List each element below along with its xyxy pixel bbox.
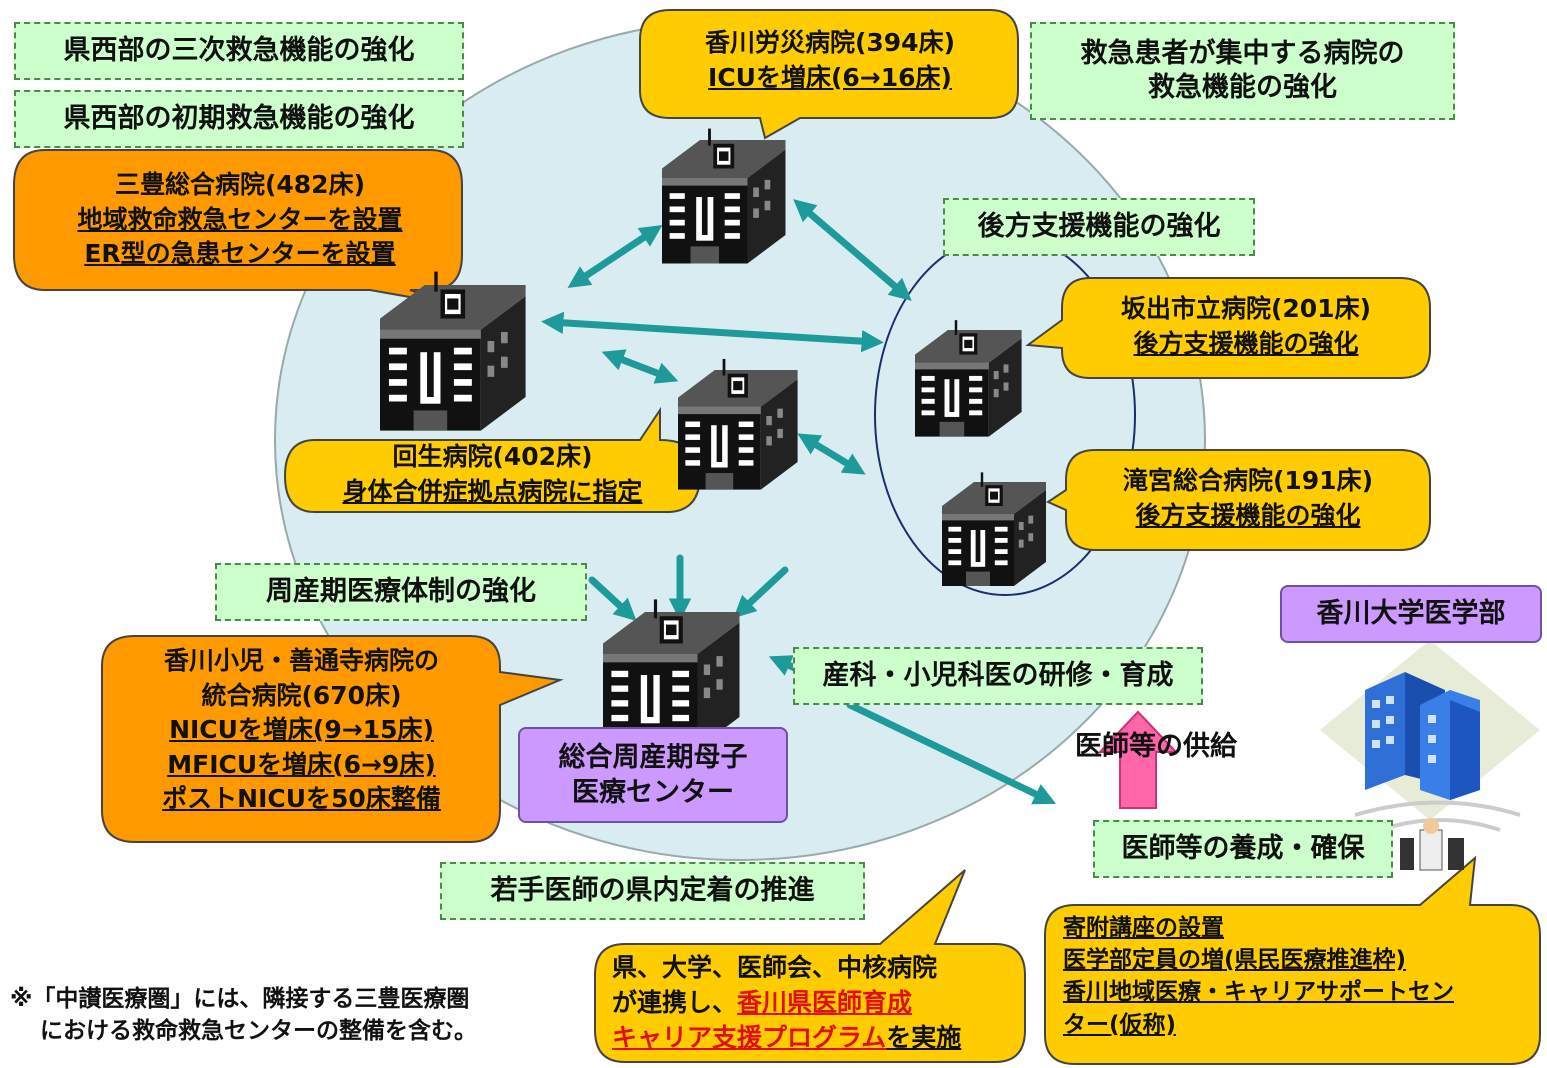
west-primary-label: 県西部の初期救急機能の強化 [14, 90, 464, 148]
obgyn-training-label: 産科・小児科医の研修・育成 [793, 647, 1203, 705]
west-tertiary-label: 県西部の三次救急機能の強化 [14, 22, 464, 80]
doctor-supply-arrow [1097, 710, 1179, 809]
mitoyo-bubble: 三豊総合病院(482床) 地域救命救急センターを設置 ER型の急患センターを設置 [20, 168, 460, 272]
young-doctors-label: 若手医師の県内定着の推進 [440, 862, 865, 920]
univ-bubble: 寄附講座の設置 医学部定員の増(県民医療推進枠) 香川地域医療・キャリアサポート… [1063, 912, 1533, 1041]
sakaide-bubble-shape [1025, 277, 1431, 379]
takinomiya-note: 後方支援機能の強化 [1135, 500, 1361, 530]
sakaide-name: 坂出市立病院(201床) [1120, 294, 1372, 323]
arrow-perinatal-right [733, 566, 789, 619]
univ-line-3: 香川地域医療・キャリアサポートセン [1063, 979, 1454, 1006]
doctor-training-label: 医師等の養成・確保 [1093, 820, 1393, 878]
kaisei-note: 身体合併症拠点病院に指定 [342, 476, 643, 506]
kagawa-child-note-2: MFICUを増床(6→9床) [167, 749, 436, 779]
arrow-perinatal-left [588, 576, 637, 622]
program-line-1: 県、大学、医師会、中核病院 [612, 953, 938, 982]
kagawa-univ-box: 香川大学医学部 [1280, 585, 1542, 643]
rosai-note: ICUを増床(6→16床) [708, 62, 952, 92]
program-bubble: 県、大学、医師会、中核病院 が連携し、香川県医師育成 キャリア支援プログラムを実… [612, 950, 1017, 1055]
arrow-kaisei-takinomiya [797, 433, 866, 475]
program-line-2-red: 香川県医師育成 [737, 988, 913, 1017]
footnote-line-1: ※「中讃医療圏」には、隣接する三豊医療圏 [10, 986, 470, 1012]
arrow-perinatal-from-obgyn [768, 655, 799, 676]
kagawa-univ-building-icon [1320, 640, 1540, 871]
mitoyo-note-2: ER型の急患センターを設置 [84, 239, 396, 268]
program-line-3-suffix: を実施 [886, 1023, 962, 1052]
kaisei-bubble: 回生病院(402床) 身体合併症拠点病院に指定 [290, 440, 695, 509]
takinomiya-bubble: 滝宮総合病院(191床) 後方支援機能の強化 [1068, 464, 1428, 533]
kagawa-child-note-1: NICUを増床(9→15床) [169, 715, 434, 744]
mitoyo-note-1: 地域救命救急センターを設置 [77, 204, 403, 234]
backup-support-label: 後方支援機能の強化 [943, 198, 1255, 256]
program-bubble-shape [594, 869, 1026, 1063]
univ-line-1: 寄附講座の設置 [1063, 915, 1224, 941]
takinomiya-name: 滝宮総合病院(191床) [1122, 466, 1374, 495]
arrow-rosai-sakaide [793, 199, 912, 301]
perinatal-system-label: 周産期医療体制の強化 [215, 563, 587, 621]
program-line-3-red: キャリア支援プログラム [612, 1023, 887, 1052]
kagawa-child-line-1: 香川小児・善通寺病院の [163, 646, 439, 675]
takinomiya-bubble-shape [1045, 449, 1431, 551]
univ-line-4: ター(仮称) [1063, 1011, 1177, 1038]
kagawa-child-bubble: 香川小児・善通寺病院の 統合病院(670床) NICUを増床(9→15床) MF… [105, 644, 498, 817]
arrow-to-univ [846, 701, 1057, 805]
univ-line-2: 医学部定員の増(県民医療推進枠) [1063, 947, 1407, 974]
kagawa-child-bubble-shape [101, 635, 564, 843]
mitoyo-name: 三豊総合病院(482床) [114, 170, 366, 199]
arrow-mitoyo-sakaide [541, 311, 884, 353]
rosai-name: 香川労災病院(394床) [704, 28, 956, 57]
footnote-line-2: における救命救急センターの整備を含む。 [40, 1018, 477, 1045]
footnote: ※「中讃医療圏」には、隣接する三豊医療圏 における救命救急センターの整備を含む。 [10, 983, 600, 1047]
concentration-label: 救急患者が集中する病院の 救急機能の強化 [1030, 22, 1455, 120]
kagawa-child-line-2: 統合病院(670床) [201, 680, 402, 710]
arrow-mitoyo-rosai [567, 225, 663, 288]
rosai-bubble: 香川労災病院(394床) ICUを増床(6→16床) [645, 26, 1015, 95]
sakaide-note: 後方支援機能の強化 [1133, 328, 1359, 358]
kaisei-name: 回生病院(402床) [392, 442, 593, 471]
sakaide-bubble: 坂出市立病院(201床) 後方支援機能の強化 [1065, 292, 1427, 361]
kagawa-child-note-3: ポストNICUを50床整備 [162, 784, 441, 813]
program-line-2-prefix: が連携し、 [612, 988, 738, 1017]
rosai-bubble-shape [639, 9, 1019, 140]
univ-bubble-shape [1044, 855, 1541, 1065]
doctor-supply-text: 医師等の供給 [1075, 731, 1237, 762]
perinatal-center-box: 総合周産期母子 医療センター [518, 727, 788, 823]
arrow-mitoyo-kaisei [601, 349, 679, 384]
